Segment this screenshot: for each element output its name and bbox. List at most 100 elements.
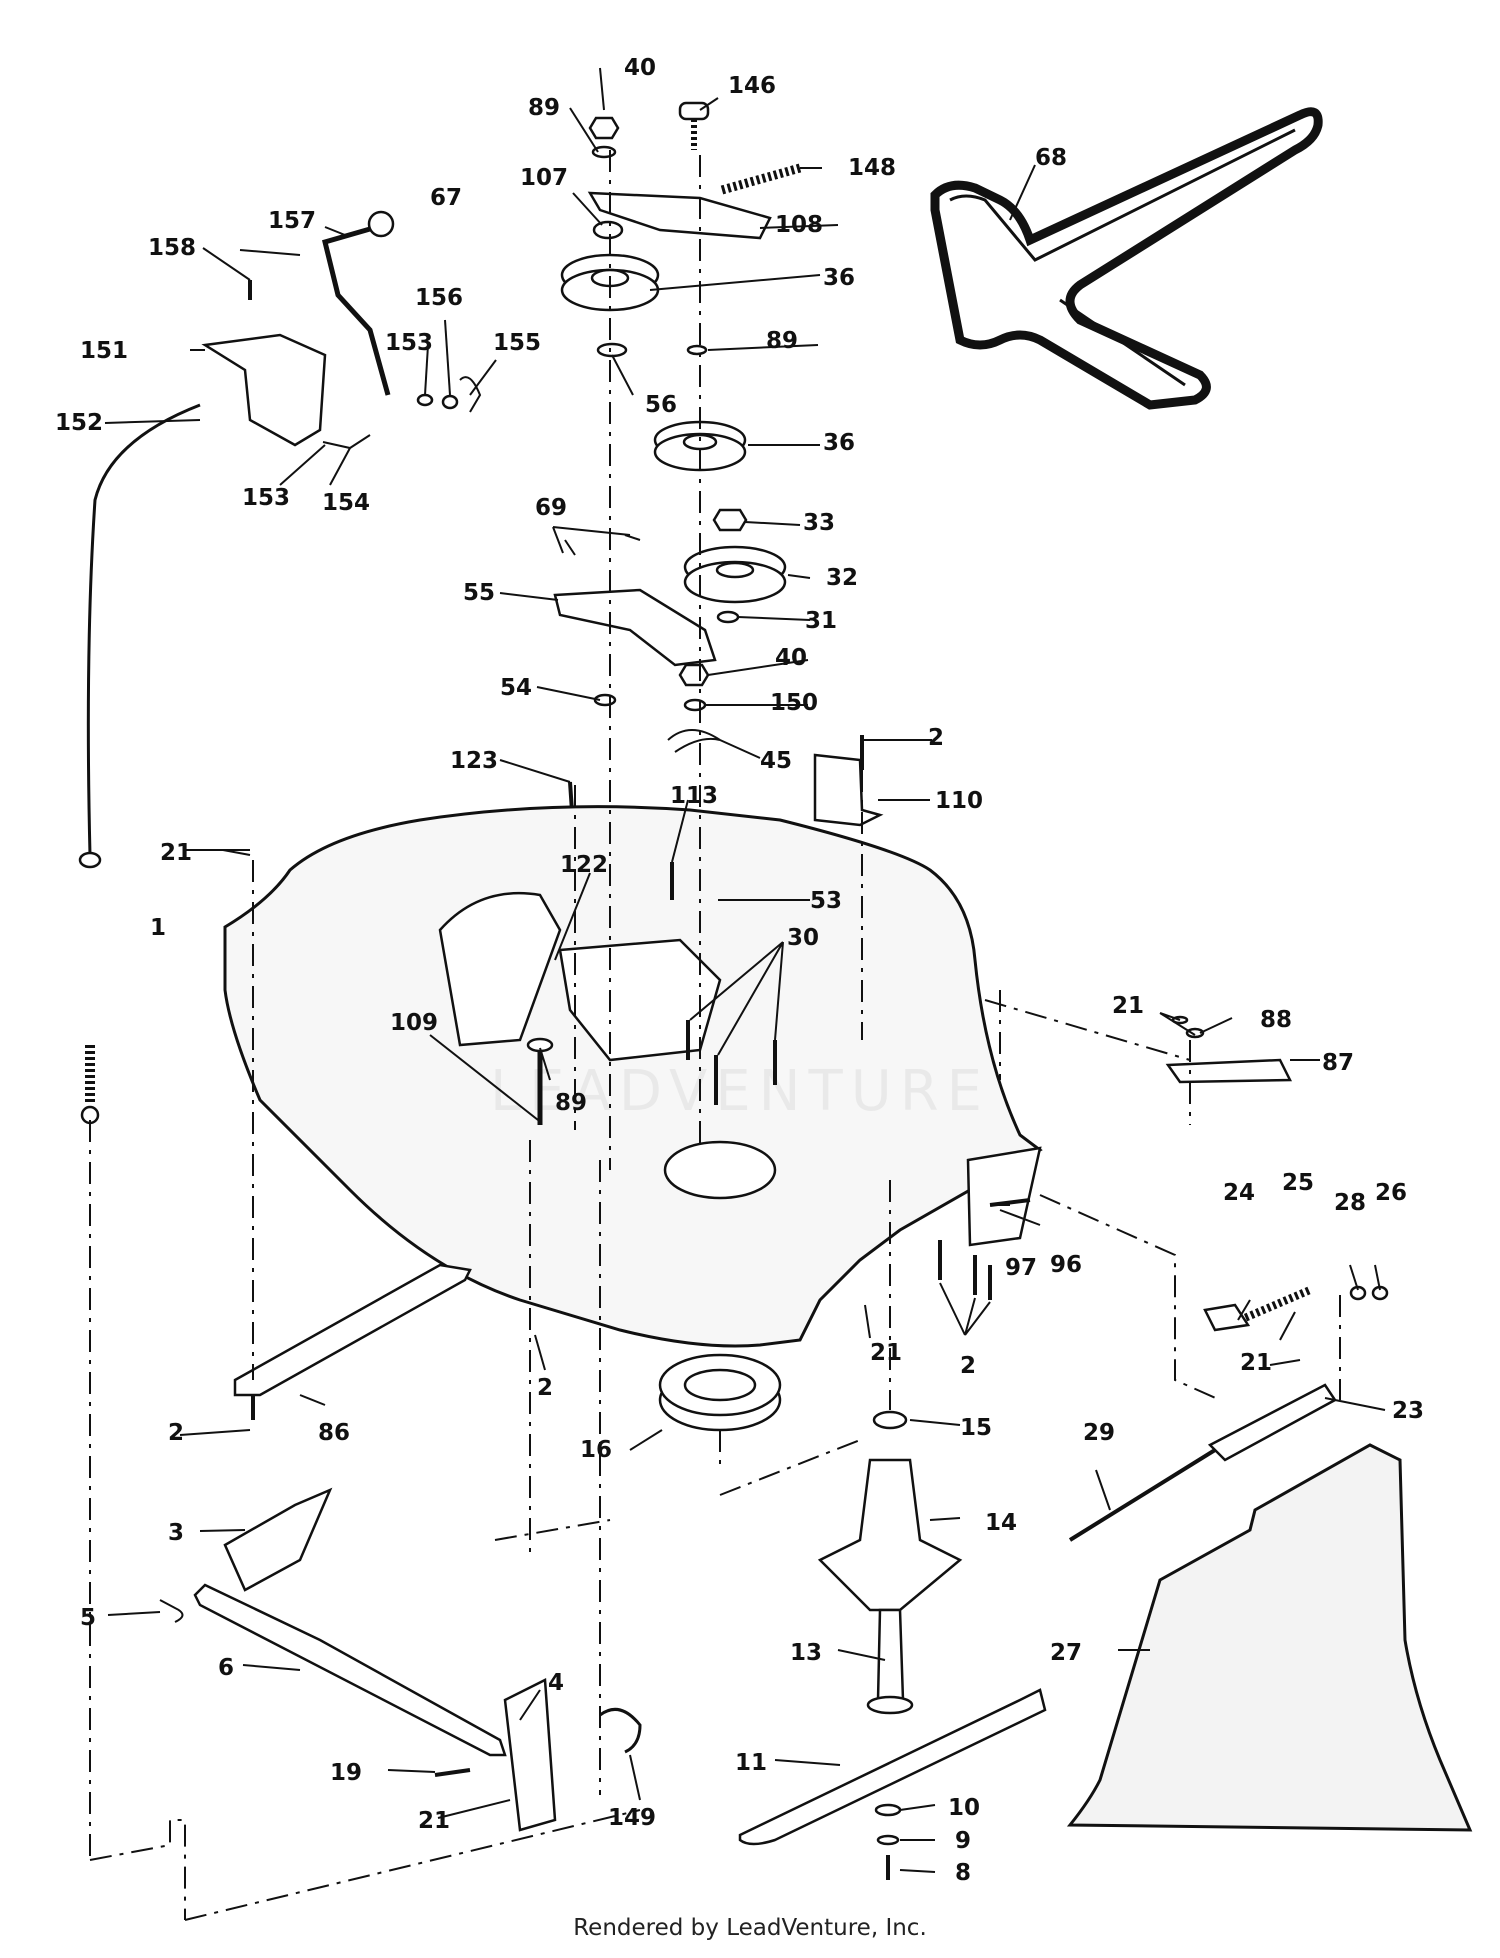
callout-36: 36 bbox=[823, 265, 855, 291]
callout-146: 146 bbox=[728, 73, 776, 99]
nut-33 bbox=[712, 508, 748, 532]
callout-88: 88 bbox=[1260, 1007, 1292, 1033]
callout-31: 31 bbox=[805, 608, 837, 634]
callout-21: 21 bbox=[160, 840, 192, 866]
washer-10 bbox=[874, 1803, 902, 1817]
brace-86 bbox=[233, 1263, 472, 1397]
callout-10: 10 bbox=[948, 1795, 980, 1821]
part-drawings bbox=[78, 101, 1473, 1880]
callout-67: 67 bbox=[430, 185, 462, 211]
callout-89: 89 bbox=[528, 95, 560, 121]
nut-40-top bbox=[588, 116, 620, 140]
bracket-96 bbox=[966, 1146, 1042, 1247]
footer-credit: Rendered by LeadVenture, Inc. bbox=[573, 1915, 927, 1941]
deck-pulley-assembly bbox=[438, 891, 562, 1047]
cable-152 bbox=[86, 403, 201, 856]
callout-2: 2 bbox=[168, 1420, 184, 1446]
clip-69 bbox=[564, 534, 641, 556]
mower-deck-1 bbox=[223, 805, 1043, 1348]
callout-33: 33 bbox=[803, 510, 835, 536]
callout-26: 26 bbox=[1375, 1180, 1407, 1206]
callout-24: 24 bbox=[1223, 1180, 1255, 1206]
washer-156 bbox=[441, 394, 459, 410]
callout-25: 25 bbox=[1282, 1170, 1314, 1196]
callout-19: 19 bbox=[330, 1760, 362, 1786]
callout-151: 151 bbox=[80, 338, 128, 364]
callout-32: 32 bbox=[826, 565, 858, 591]
callout-21: 21 bbox=[1240, 1350, 1272, 1376]
cable-ferrule bbox=[78, 851, 102, 869]
callout-28: 28 bbox=[1334, 1190, 1366, 1216]
bracket-151 bbox=[201, 333, 327, 447]
callout-labels: 1 2 2 2 2 3 4 5 6 8 9 10 11 13 14 15 16 … bbox=[55, 55, 1424, 1886]
callout-107: 107 bbox=[520, 165, 568, 191]
callout-54: 54 bbox=[500, 675, 532, 701]
callout-3: 3 bbox=[168, 1520, 184, 1546]
spacer-107 bbox=[592, 220, 624, 240]
callout-27: 27 bbox=[1050, 1640, 1082, 1666]
shaft-collar bbox=[866, 1695, 914, 1715]
callout-23: 23 bbox=[1392, 1398, 1424, 1424]
callout-156: 156 bbox=[415, 285, 463, 311]
nut-40-mid bbox=[678, 663, 710, 687]
callout-108: 108 bbox=[775, 212, 823, 238]
washer-31 bbox=[716, 610, 740, 624]
washer-9 bbox=[876, 1834, 900, 1846]
callout-148: 148 bbox=[848, 155, 896, 181]
callout-86: 86 bbox=[318, 1420, 350, 1446]
callout-45: 45 bbox=[760, 748, 792, 774]
washer-150 bbox=[683, 698, 707, 712]
callout-153: 153 bbox=[242, 485, 290, 511]
callout-56: 56 bbox=[645, 392, 677, 418]
callout-15: 15 bbox=[960, 1415, 992, 1441]
callout-8: 8 bbox=[955, 1860, 971, 1886]
callout-96: 96 bbox=[1050, 1252, 1082, 1278]
callout-113: 113 bbox=[670, 783, 718, 809]
watermark-text: LEADVENTURE bbox=[490, 1059, 990, 1124]
callout-1: 1 bbox=[150, 915, 166, 941]
callout-40: 40 bbox=[775, 645, 807, 671]
callout-55: 55 bbox=[463, 580, 495, 606]
bracket-3 bbox=[223, 1487, 333, 1592]
callout-36: 36 bbox=[823, 430, 855, 456]
rod-29 bbox=[1068, 1448, 1217, 1542]
callout-14: 14 bbox=[985, 1510, 1017, 1536]
deck-spindle-opening bbox=[663, 1140, 777, 1200]
lift-link-6 bbox=[193, 1583, 507, 1757]
bolts-2-front bbox=[938, 1240, 992, 1300]
shaft-13 bbox=[876, 1608, 905, 1702]
hairpin-45 bbox=[667, 729, 721, 753]
blade-11 bbox=[738, 1688, 1047, 1846]
washer-88 bbox=[1185, 1027, 1205, 1039]
callout-5: 5 bbox=[80, 1605, 96, 1631]
callout-150: 150 bbox=[770, 690, 818, 716]
bracket-4 bbox=[503, 1678, 557, 1832]
spring-25 bbox=[1238, 1286, 1312, 1324]
bolt-146 bbox=[678, 101, 710, 150]
callout-122: 122 bbox=[560, 852, 608, 878]
washer-15 bbox=[872, 1410, 908, 1430]
clip-149 bbox=[599, 1707, 642, 1754]
callout-153: 153 bbox=[385, 330, 433, 356]
callout-152: 152 bbox=[55, 410, 103, 436]
callout-29: 29 bbox=[1083, 1420, 1115, 1446]
washer-153 bbox=[416, 393, 434, 407]
bracket-87 bbox=[1165, 1058, 1293, 1084]
hairpin-5 bbox=[159, 1599, 184, 1623]
callout-149: 149 bbox=[608, 1805, 656, 1831]
discharge-chute-27 bbox=[1066, 1443, 1473, 1832]
clip-155 bbox=[459, 376, 482, 413]
spring-clip-154 bbox=[322, 434, 371, 450]
baffle-ring-16 bbox=[658, 1353, 782, 1432]
knob-67 bbox=[367, 210, 395, 238]
callout-21: 21 bbox=[1112, 993, 1144, 1019]
callout-89: 89 bbox=[555, 1090, 587, 1116]
control-lever-157 bbox=[322, 226, 391, 396]
callout-40: 40 bbox=[624, 55, 656, 81]
callout-4: 4 bbox=[548, 1670, 564, 1696]
callout-53: 53 bbox=[810, 888, 842, 914]
callout-68: 68 bbox=[1035, 145, 1067, 171]
callout-16: 16 bbox=[580, 1437, 612, 1463]
callout-6: 6 bbox=[218, 1655, 234, 1681]
